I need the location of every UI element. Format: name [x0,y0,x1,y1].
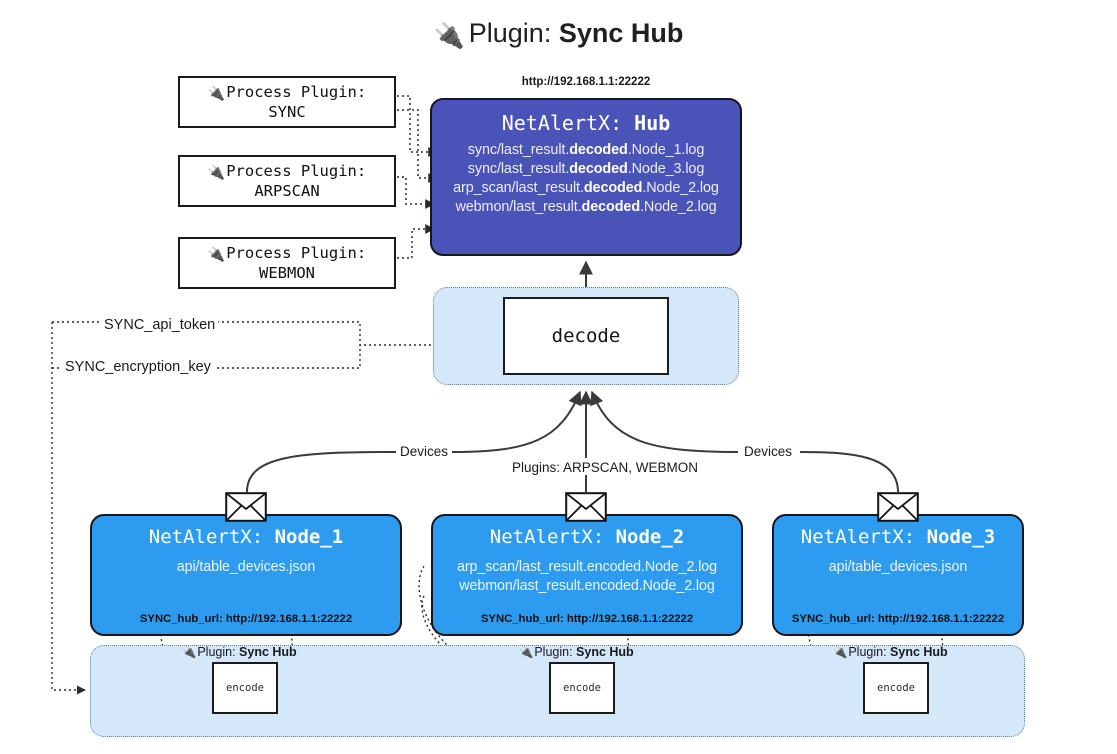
page-title-prefix: Plugin: [468,18,552,48]
process-plugin-label: Process Plugin: [226,162,367,181]
plug-icon: 🔌 [207,247,226,264]
edge-label-devices-right: Devices [740,444,797,459]
node-hub-url-footer: SYNC_hub_url: http://192.168.1.1:22222 [139,613,353,625]
hub-log-pre: webmon/last_result. [455,199,582,215]
node-title-prefix: NetAlertX: [148,526,264,548]
sync-hub-plugin-name: Sync Hub [239,645,297,659]
node-path-line: webmon/last_result.encoded.Node_2.log [459,578,715,594]
hub-log-line: sync/last_result.decoded.Node_1.log [432,142,740,158]
process-plugin-label: Process Plugin: [226,83,367,102]
node-box-node-1[interactable]: NetAlertX: Node_1 api/table_devices.json… [90,514,402,636]
node-path-list: api/table_devices.json [774,559,1022,575]
encode-box-node-3[interactable]: encode [863,662,929,714]
node-path-line: arp_scan/last_result.encoded.Node_2.log [457,559,717,575]
node-path-list: api/table_devices.json [92,559,400,575]
node-path-list: arp_scan/last_result.encoded.Node_2.log … [433,559,741,594]
encode-box-node-2[interactable]: encode [549,662,615,714]
node-title-prefix: NetAlertX: [800,526,916,548]
hub-log-line: webmon/last_result.decoded.Node_2.log [432,199,740,215]
node-title-prefix: NetAlertX: [489,526,605,548]
node-title: NetAlertX: Node_1 [92,526,400,548]
label-sync-api-token: SYNC_api_token [101,317,219,333]
hub-log-emphasis: decoded [583,180,643,196]
hub-title-name: Hub [634,111,671,135]
process-plugin-box-webmon[interactable]: 🔌Process Plugin: WEBMON [178,237,396,289]
node-title-name: Node_3 [926,526,996,548]
hub-log-list: sync/last_result.decoded.Node_1.log sync… [432,142,740,215]
node-title-name: Node_1 [274,526,344,548]
node-path-line: api/table_devices.json [176,559,316,575]
sync-hub-plugin-name: Sync Hub [576,645,634,659]
hub-node-box[interactable]: NetAlertX: Hub sync/last_result.decoded.… [430,98,742,256]
hub-log-post: .Node_2.log [642,180,719,196]
sync-hub-plugin-tag-1: 🔌Plugin: Sync Hub [182,645,297,659]
envelope-icon [877,492,919,522]
encode-box-node-1[interactable]: encode [212,662,278,714]
hub-log-pre: sync/last_result. [467,161,570,177]
node-box-node-3[interactable]: NetAlertX: Node_3 api/table_devices.json… [772,514,1024,636]
hub-log-emphasis: decoded [569,142,628,158]
hub-log-line: arp_scan/last_result.decoded.Node_2.log [432,180,740,196]
node-hub-url-footer: SYNC_hub_url: http://192.168.1.1:22222 [480,613,694,625]
process-plugin-name: WEBMON [259,263,315,282]
hub-log-pre: sync/last_result. [467,142,570,158]
hub-title: NetAlertX: Hub [432,111,740,135]
hub-log-post: .Node_3.log [627,161,705,177]
node-title-name: Node_2 [615,526,685,548]
plug-icon: 🔌 [207,86,226,103]
decode-box[interactable]: decode [503,297,669,375]
hub-log-line: sync/last_result.decoded.Node_3.log [432,161,740,177]
plug-icon: 🔌 [833,647,848,659]
sync-hub-plugin-prefix: Plugin: [848,645,887,659]
label-sync-encryption-key: SYNC_encryption_key [62,359,214,375]
page-title-name: Sync Hub [558,18,684,48]
process-plugin-label: Process Plugin: [226,244,367,263]
plug-icon: 🔌 [433,22,465,50]
envelope-icon [565,492,607,522]
edge-label-devices-left: Devices [396,444,453,459]
hub-log-pre: arp_scan/last_result. [453,180,584,196]
process-plugin-name: ARPSCAN [254,181,320,200]
sync-hub-plugin-name: Sync Hub [890,645,948,659]
plug-icon: 🔌 [519,647,534,659]
sync-hub-plugin-tag-2: 🔌Plugin: Sync Hub [519,645,634,659]
node-path-line: api/table_devices.json [828,559,968,575]
plug-icon: 🔌 [207,165,226,182]
node-box-node-2[interactable]: NetAlertX: Node_2 arp_scan/last_result.e… [431,514,743,636]
hub-url-label: http://192.168.1.1:22222 [521,76,651,88]
hub-log-emphasis: decoded [569,161,628,177]
hub-log-emphasis: decoded [581,199,641,215]
node-title: NetAlertX: Node_2 [433,526,741,548]
process-plugin-name: SYNC [268,102,306,121]
process-plugin-box-arpscan[interactable]: 🔌Process Plugin: ARPSCAN [178,155,396,207]
envelope-icon [225,492,267,522]
process-plugin-box-sync[interactable]: 🔌Process Plugin: SYNC [178,76,396,128]
sync-hub-plugin-prefix: Plugin: [197,645,236,659]
page-title: 🔌Plugin: Sync Hub [0,18,1117,51]
sync-hub-plugin-prefix: Plugin: [534,645,573,659]
node-hub-url-footer: SYNC_hub_url: http://192.168.1.1:22222 [791,613,1005,625]
hub-title-prefix: NetAlertX: [501,111,623,135]
hub-log-post: .Node_1.log [627,142,705,158]
node-title: NetAlertX: Node_3 [774,526,1022,548]
sync-hub-plugin-tag-3: 🔌Plugin: Sync Hub [833,645,948,659]
hub-log-post: .Node_2.log [640,199,717,215]
edge-label-plugins: Plugins: ARPSCAN, WEBMON [508,460,703,475]
plug-icon: 🔌 [182,647,197,659]
